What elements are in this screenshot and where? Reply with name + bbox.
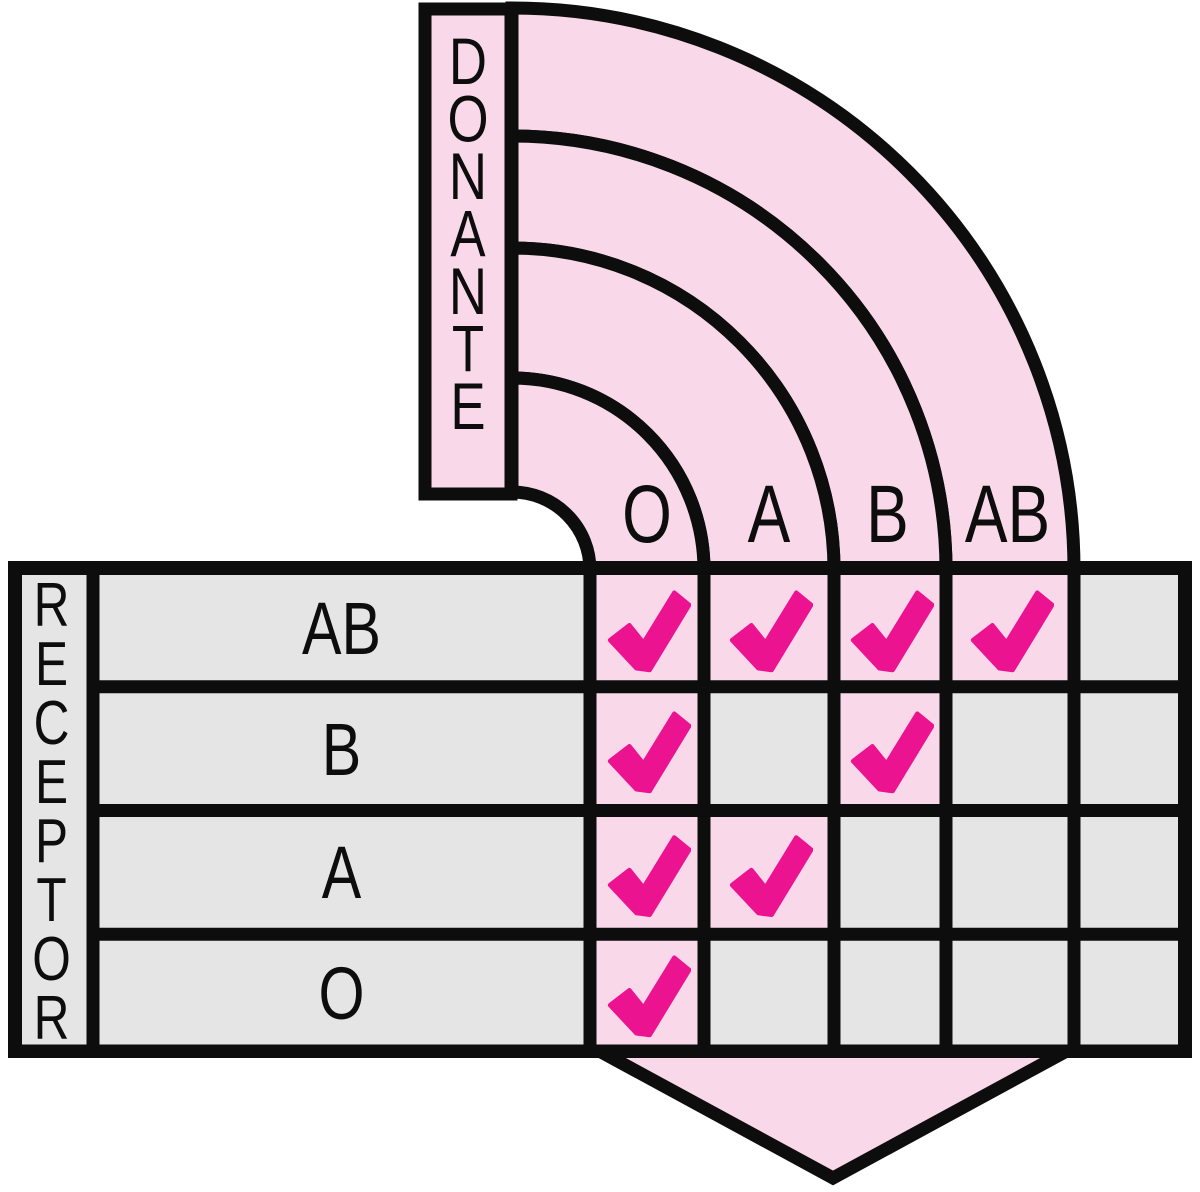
recipient-axis-letter: P (35, 806, 68, 876)
cell-o-a (710, 940, 828, 1045)
row-label-cell-o (99, 940, 584, 1045)
recipient-axis-letter: R (34, 983, 70, 1053)
donor-type-header-b: B (866, 467, 909, 560)
recipient-row-label-ab: AB (302, 588, 381, 671)
cell-o-extra (1080, 940, 1178, 1045)
recipient-axis-label: R E C E P T O R (32, 570, 71, 1053)
row-label-cell-a (99, 817, 584, 928)
recipient-row-label-o: O (318, 953, 364, 1036)
donor-axis-letter: A (450, 197, 485, 271)
donor-axis-letter: N (449, 254, 487, 328)
donor-axis-letter: N (449, 139, 487, 213)
cell-o-b (840, 940, 940, 1045)
cell-b-extra (1080, 693, 1178, 804)
cell-b-ab (952, 693, 1068, 804)
cell-a-ab (952, 817, 1068, 928)
recipient-axis-column (22, 575, 87, 1045)
recipient-row-labels: AB B A O (302, 588, 381, 1036)
row-label-cell-ab (99, 575, 584, 681)
donor-axis-letter: T (452, 312, 484, 386)
recipient-axis-letter: O (32, 924, 71, 994)
cell-b-a (710, 693, 828, 804)
cell-o-ab (952, 940, 1068, 1045)
cell-a-extra (1080, 817, 1178, 928)
donor-axis-letter: E (450, 369, 485, 443)
recipient-axis-letter: T (36, 865, 66, 935)
donor-type-header-ab: AB (965, 467, 1050, 560)
donor-label-strip: D O N A N T E (418, 2, 518, 501)
donor-fan (505, 1, 1081, 577)
recipient-axis-letter: E (35, 747, 68, 817)
donor-type-header-a: A (748, 467, 791, 560)
donor-strip-box (418, 2, 518, 501)
row-label-cell-b (99, 693, 584, 804)
recipient-row-label-a: A (322, 832, 362, 915)
recipient-axis-letter: E (35, 629, 68, 699)
donor-column-headers: O A B AB (622, 467, 1050, 560)
donor-type-header-o: O (622, 467, 672, 560)
donor-axis-letter: D (449, 24, 487, 98)
recipient-row-label-b: B (322, 709, 361, 792)
cell-ab-extra (1080, 575, 1178, 681)
donor-axis-letter: O (447, 82, 488, 156)
compatibility-table: R E C E P T O R AB B A O (8, 561, 1192, 1058)
donor-band-o (505, 371, 711, 577)
recipient-axis-letter: R (34, 570, 70, 640)
recipient-axis-letter: C (34, 688, 70, 758)
flow-arrow-tip (588, 1040, 1078, 1186)
cell-a-b (840, 817, 940, 928)
